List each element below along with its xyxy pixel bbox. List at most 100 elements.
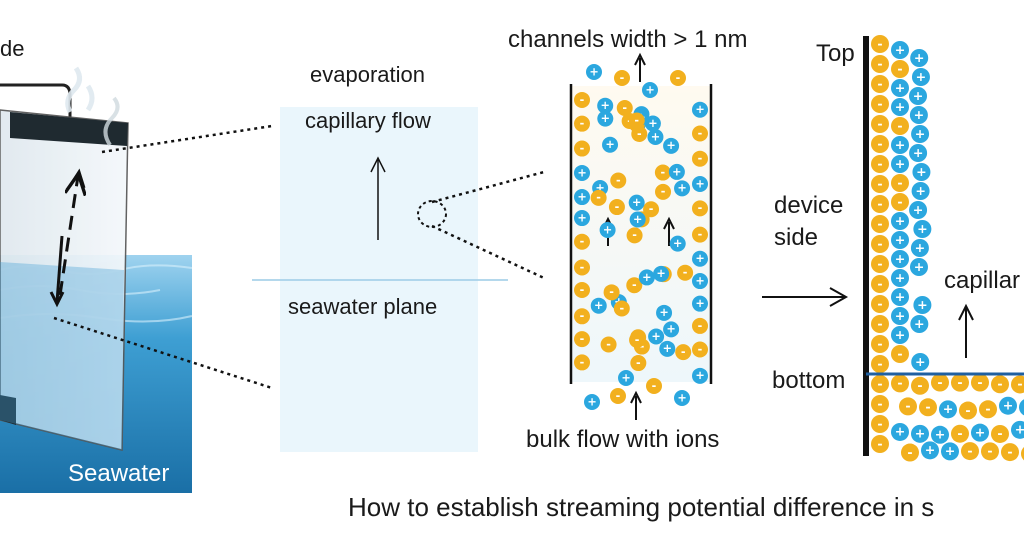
negative-ion-symbol: - — [606, 338, 611, 351]
negative-ion-circle — [646, 378, 662, 394]
negative-ion: - — [574, 308, 590, 325]
negative-ion-symbol: - — [580, 356, 585, 369]
negative-ion: - — [603, 284, 620, 301]
wall-panel: ---------------------++-+++++-+++++-+-++… — [863, 35, 1024, 462]
positive-ion-circle — [971, 423, 989, 442]
positive-ion-symbol: + — [595, 181, 604, 194]
negative-ion: - — [692, 317, 708, 334]
negative-ion: - — [891, 174, 909, 192]
zoom-line-upper — [101, 124, 273, 154]
positive-ion: + — [911, 125, 930, 143]
negative-ion-circle — [574, 354, 590, 371]
negative-ion: - — [979, 400, 997, 419]
positive-ion: + — [891, 136, 909, 154]
negative-ion: - — [871, 135, 889, 153]
positive-ion: + — [618, 370, 634, 386]
evaporation-label: evaporation — [310, 62, 425, 87]
positive-ion-symbol: + — [895, 270, 906, 285]
negative-ion-symbol: - — [683, 266, 688, 279]
negative-ion-circle — [871, 95, 889, 113]
negative-ion: - — [654, 164, 671, 181]
negative-ion-circle — [871, 435, 889, 453]
positive-ion-symbol: + — [914, 259, 925, 274]
positive-ion: + — [638, 269, 655, 286]
positive-ion-symbol: + — [601, 112, 610, 125]
positive-ion: + — [891, 269, 909, 287]
negative-ion: - — [919, 398, 937, 417]
positive-ion-circle — [602, 136, 619, 153]
negative-ion-symbol: - — [937, 374, 942, 389]
positive-ion-symbol: + — [975, 424, 986, 439]
positive-ion-symbol: + — [659, 306, 668, 319]
negative-ion-circle — [871, 195, 889, 213]
negative-ion: - — [574, 354, 590, 371]
negative-ion-circle — [981, 442, 999, 461]
positive-ion-circle — [911, 182, 930, 200]
negative-ion-circle — [626, 277, 643, 294]
positive-ion: + — [674, 390, 690, 406]
negative-ion-symbol: - — [957, 426, 962, 441]
negative-ion-symbol: - — [905, 398, 910, 413]
positive-ion-circle — [597, 110, 614, 127]
positive-ion-circle — [692, 295, 708, 312]
negative-ion: - — [871, 195, 889, 213]
submerged-arrow-head — [49, 291, 65, 308]
positive-ion: + — [891, 250, 909, 268]
negative-ion: - — [1021, 446, 1024, 461]
positive-ion: + — [910, 49, 929, 67]
positive-ion: + — [648, 328, 665, 345]
positive-ion-symbol: + — [915, 354, 926, 369]
negative-ion: - — [871, 55, 889, 73]
negative-ion: - — [574, 115, 590, 132]
bulk-flow-label: bulk flow with ions — [526, 426, 720, 453]
negative-ion-circle — [677, 264, 694, 281]
negative-ion-circle — [600, 336, 617, 353]
positive-ion: + — [941, 442, 959, 461]
negative-ion-circle — [574, 308, 590, 325]
positive-ion: + — [663, 137, 680, 154]
negative-ion-circle — [871, 395, 889, 413]
positive-ion-circle — [663, 321, 680, 338]
negative-ion: - — [646, 378, 662, 394]
positive-ion-circle — [674, 180, 691, 197]
positive-ion-circle — [911, 125, 930, 143]
positive-ion-symbol: + — [672, 165, 681, 178]
negative-ion: - — [610, 172, 627, 189]
negative-ion-circle — [643, 201, 660, 218]
channel-ion-group: -+----+++-+--+-+-+-----+-++-+-++---+----… — [574, 64, 708, 410]
positive-ion: + — [911, 353, 930, 371]
positive-ion-circle — [931, 425, 949, 444]
negative-ion-circle — [871, 315, 889, 333]
positive-ion-symbol: + — [589, 65, 598, 78]
negative-ion-symbol: - — [620, 71, 625, 84]
positive-ion-circle — [669, 235, 686, 252]
negative-ion-symbol: - — [877, 96, 882, 111]
negative-ion-symbol: - — [634, 114, 639, 127]
positive-ion: + — [692, 250, 708, 267]
negative-ion: - — [692, 341, 708, 358]
negative-ion-circle — [692, 125, 708, 142]
negative-ion: - — [981, 442, 999, 461]
positive-ion: + — [891, 41, 909, 59]
negative-ion: - — [590, 189, 607, 206]
positive-ion-symbol: + — [916, 164, 927, 179]
negative-ion: - — [692, 200, 708, 217]
positive-ion-circle — [638, 269, 655, 286]
negative-ion-symbol: - — [609, 286, 614, 299]
negative-ion-circle — [891, 174, 909, 192]
positive-ion-circle — [999, 396, 1017, 415]
seawater-plane-label: seawater plane — [288, 294, 438, 319]
positive-ion-circle — [891, 79, 909, 97]
positive-ion: + — [597, 110, 614, 127]
positive-ion: + — [644, 115, 661, 132]
vapor-wisps-2 — [103, 96, 120, 147]
negative-ion: - — [629, 332, 646, 349]
positive-ion-symbol: + — [945, 443, 956, 458]
negative-ion: - — [677, 264, 694, 281]
positive-ion-circle — [939, 400, 957, 419]
positive-ion-symbol: + — [651, 330, 660, 343]
positive-ion: + — [668, 163, 685, 180]
negative-ion-circle — [670, 70, 686, 86]
negative-ion-symbol: - — [596, 191, 601, 204]
positive-ion: + — [910, 239, 929, 257]
